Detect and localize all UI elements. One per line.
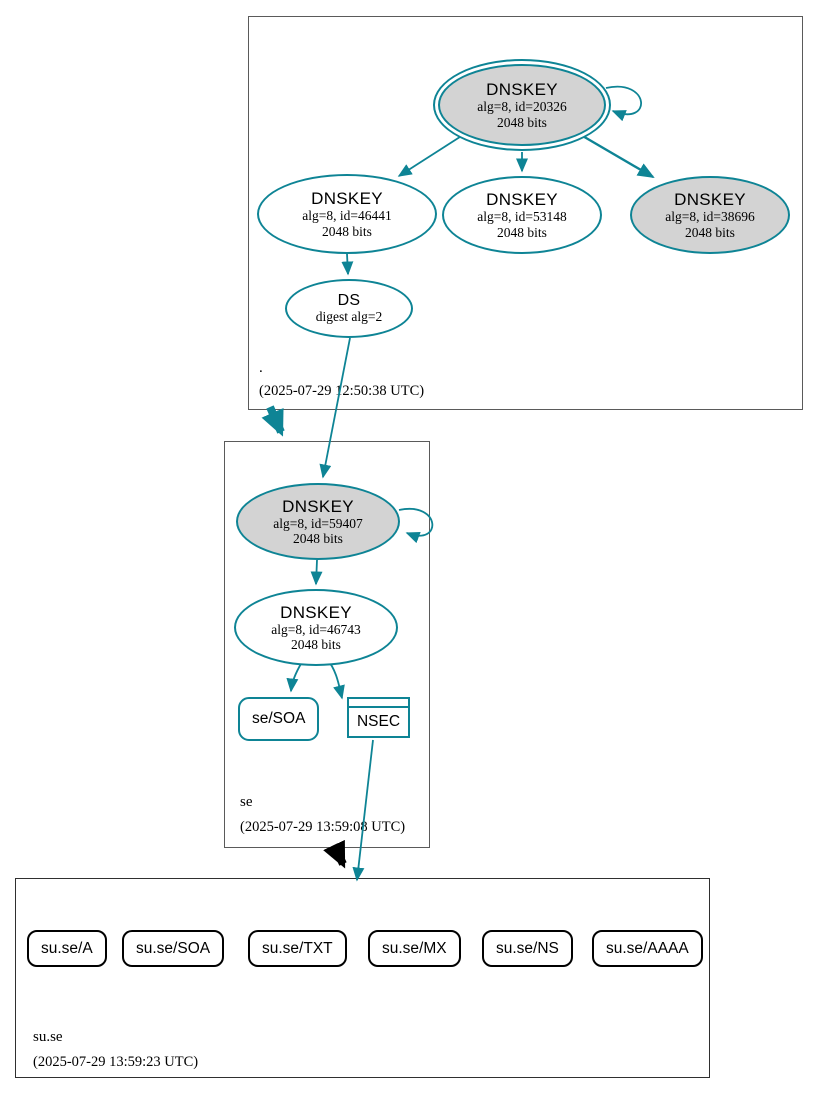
node-alg-id: alg=8, id=38696 [665,209,755,224]
node-bits: 2048 bits [685,224,735,240]
zone-timestamp-se: (2025-07-29 13:59:08 UTC) [240,819,406,835]
node-bits: 2048 bits [497,224,547,240]
nsec-node[interactable]: NSEC [347,697,410,738]
zone-timestamp-suse: (2025-07-29 13:59:23 UTC) [33,1054,199,1070]
node-title: DNSKEY [280,602,352,622]
dnskey-node-20326-inner: DNSKEY alg=8, id=20326 2048 bits [438,64,606,146]
rrset-node-suse-mx[interactable]: su.se/MX [368,930,461,967]
rrset-label: su.se/AAAA [606,939,689,957]
rrset-node-suse-a[interactable]: su.se/A [27,930,107,967]
node-alg-id: alg=8, id=46743 [271,621,361,637]
node-alg-id: alg=8, id=59407 [273,515,363,531]
ds-node[interactable]: DS digest alg=2 [285,279,413,338]
rrset-label: su.se/A [41,939,93,957]
dnskey-node-46743[interactable]: DNSKEY alg=8, id=46743 2048 bits [234,589,398,666]
node-title: DNSKEY [674,190,746,209]
node-digest: digest alg=2 [315,309,383,325]
nsec-label: NSEC [356,713,401,730]
node-bits: 2048 bits [291,637,341,652]
zone-box-suse: su.se (2025-07-29 13:59:23 UTC) [15,878,710,1078]
node-bits: 2048 bits [497,114,547,130]
node-alg-id: alg=8, id=46441 [302,208,392,223]
node-title: DS [337,292,361,310]
node-title: DNSKEY [486,80,558,99]
dnskey-node-20326-ksk[interactable]: DNSKEY alg=8, id=20326 2048 bits [433,59,611,151]
rrset-node-se-soa[interactable]: se/SOA [238,697,320,741]
node-alg-id: alg=8, id=53148 [477,209,567,224]
dnskey-node-59407-ksk[interactable]: DNSKEY alg=8, id=59407 2048 bits [236,483,400,560]
rrset-label: se/SOA [252,710,306,727]
node-title: DNSKEY [311,189,383,208]
node-bits: 2048 bits [293,531,343,546]
node-alg-id: alg=8, id=20326 [477,99,567,114]
node-title: DNSKEY [282,496,354,516]
rrset-node-suse-ns[interactable]: su.se/NS [482,930,573,967]
rrset-node-suse-txt[interactable]: su.se/TXT [248,930,347,967]
rrset-node-suse-aaaa[interactable]: su.se/AAAA [592,930,703,967]
edge-root-to-se-delegation [261,405,285,437]
zone-label-se: se [240,794,253,810]
zone-label-suse: su.se [33,1029,63,1045]
nsec-top-cell [349,699,408,708]
node-title: DNSKEY [486,190,558,209]
rrset-label: su.se/MX [382,939,447,957]
node-bits: 2048 bits [322,223,372,239]
dnskey-node-38696[interactable]: DNSKEY alg=8, id=38696 2048 bits [630,176,790,254]
dnskey-node-46441[interactable]: DNSKEY alg=8, id=46441 2048 bits [257,174,437,254]
rrset-label: su.se/NS [496,939,559,957]
rrset-label: su.se/TXT [262,939,333,957]
rrset-node-suse-soa[interactable]: su.se/SOA [122,930,225,967]
zone-label-root: . [259,360,263,376]
dnskey-node-53148[interactable]: DNSKEY alg=8, id=53148 2048 bits [442,176,602,254]
rrset-label: su.se/SOA [136,939,211,957]
zone-timestamp-root: (2025-07-29 12:50:38 UTC) [259,383,425,399]
